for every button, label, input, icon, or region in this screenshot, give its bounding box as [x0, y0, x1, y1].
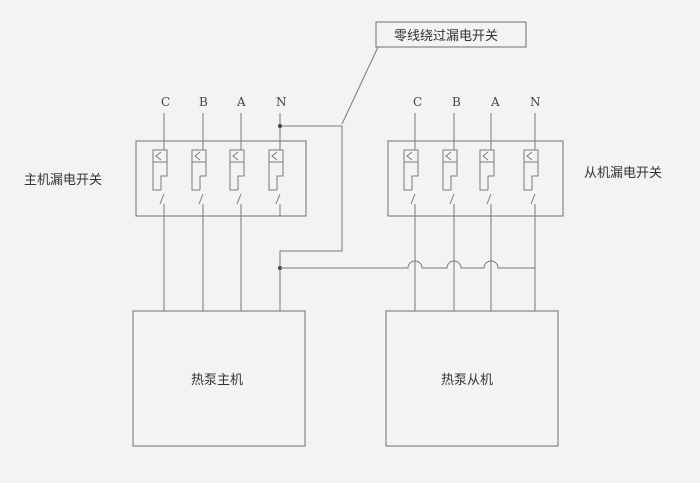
slave-pole-B: [442, 113, 458, 216]
neutral-to-slave-wire: [280, 260, 535, 269]
main-phase-label: B: [199, 95, 208, 109]
main-phase-label: N: [276, 95, 287, 109]
callout-box: [375, 21, 527, 48]
slave-phase-label: B: [452, 95, 461, 109]
main-breaker-label: 主机漏电开关: [24, 172, 102, 188]
slave-breaker-box: [387, 140, 564, 217]
main-unit-box: [132, 310, 306, 447]
slave-unit-box: [385, 310, 559, 447]
slave-breaker-label: 从机漏电开关: [584, 165, 662, 181]
main-pole-A: [229, 113, 245, 216]
slave-phase-label: A: [490, 95, 500, 109]
main-breaker-box: [135, 140, 307, 217]
main-phase-label: A: [236, 95, 246, 109]
main-phase-label: C: [161, 95, 170, 109]
main-pole-N: [268, 113, 284, 216]
main-unit-label: 热泵主机: [191, 373, 243, 388]
main-pole-B: [191, 113, 207, 216]
slave-phase-label: C: [413, 95, 422, 109]
slave-pole-A: [479, 113, 495, 216]
slave-pole-C: [403, 113, 419, 216]
neutral-bypass-wire: [279, 125, 343, 311]
callout-label: 零线绕过漏电开关: [394, 28, 498, 44]
slave-phase-label: N: [530, 95, 541, 109]
callout-leader: [341, 46, 379, 125]
main-breaker-poles: [152, 113, 284, 216]
neutral-junction-top: [278, 124, 282, 128]
slave-unit-label: 热泵从机: [441, 373, 493, 388]
main-pole-C: [152, 113, 168, 216]
slave-pole-N: [523, 113, 539, 216]
slave-breaker-poles: [403, 113, 539, 216]
